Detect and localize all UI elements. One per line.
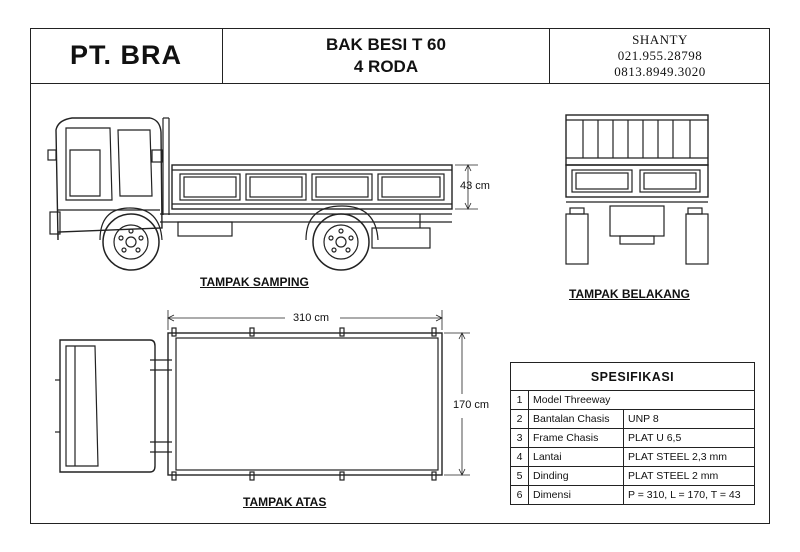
spec-name: Dimensi bbox=[528, 485, 624, 505]
side-view-label: TAMPAK SAMPING bbox=[200, 275, 309, 289]
table-row: 5 Dinding PLAT STEEL 2 mm bbox=[510, 466, 755, 486]
drawing-title: BAK BESI T 60 4 RODA bbox=[223, 28, 550, 83]
spec-no: 5 bbox=[510, 466, 529, 486]
table-row: 4 Lantai PLAT STEEL 2,3 mm bbox=[510, 447, 755, 467]
contact-info: SHANTY 021.955.28798 0813.8949.3020 bbox=[550, 28, 770, 83]
rear-view-label: TAMPAK BELAKANG bbox=[569, 287, 690, 301]
table-row: 3 Frame Chasis PLAT U 6,5 bbox=[510, 428, 755, 448]
contact-phone-1: 021.955.28798 bbox=[617, 47, 703, 63]
table-row: 6 Dimensi P = 310, L = 170, T = 43 bbox=[510, 485, 755, 505]
spec-value: P = 310, L = 170, T = 43 bbox=[623, 485, 755, 505]
spec-no: 3 bbox=[510, 428, 529, 448]
table-row: 2 Bantalan Chasis UNP 8 bbox=[510, 409, 755, 429]
title-block: PT. BRA BAK BESI T 60 4 RODA SHANTY 021.… bbox=[30, 28, 770, 84]
title-line-2: 4 RODA bbox=[353, 56, 419, 76]
spec-no: 4 bbox=[510, 447, 529, 467]
height-dimension-label: 43 cm bbox=[460, 180, 490, 192]
spec-no: 6 bbox=[510, 485, 529, 505]
company-name: PT. BRA bbox=[30, 28, 223, 83]
title-line-1: BAK BESI T 60 bbox=[326, 34, 446, 54]
spec-name: Bantalan Chasis bbox=[528, 409, 624, 429]
table-row: 1 Model Threeway bbox=[510, 390, 755, 410]
spec-title: SPESIFIKASI bbox=[510, 362, 755, 391]
contact-name: SHANTY bbox=[632, 31, 688, 47]
top-view-truck bbox=[55, 310, 470, 481]
spec-name: Frame Chasis bbox=[528, 428, 624, 448]
contact-phone-2: 0813.8949.3020 bbox=[614, 63, 706, 79]
spec-value: UNP 8 bbox=[623, 409, 755, 429]
length-dimension-label: 310 cm bbox=[293, 312, 330, 324]
spec-no: 1 bbox=[510, 390, 529, 410]
spec-value: PLAT STEEL 2,3 mm bbox=[623, 447, 755, 467]
side-view-truck bbox=[47, 117, 478, 271]
spec-name: Model Threeway bbox=[528, 390, 755, 410]
drawing-frame bbox=[30, 28, 770, 524]
spec-name: Dinding bbox=[528, 466, 624, 486]
spec-value: PLAT STEEL 2 mm bbox=[623, 466, 755, 486]
specification-table: SPESIFIKASI 1 Model Threeway 2 Bantalan … bbox=[510, 362, 755, 505]
spec-value: PLAT U 6,5 bbox=[623, 428, 755, 448]
width-dimension-label: 170 cm bbox=[453, 399, 490, 411]
rear-view-truck bbox=[565, 114, 709, 265]
top-view-label: TAMPAK ATAS bbox=[243, 495, 327, 509]
spec-no: 2 bbox=[510, 409, 529, 429]
spec-name: Lantai bbox=[528, 447, 624, 467]
